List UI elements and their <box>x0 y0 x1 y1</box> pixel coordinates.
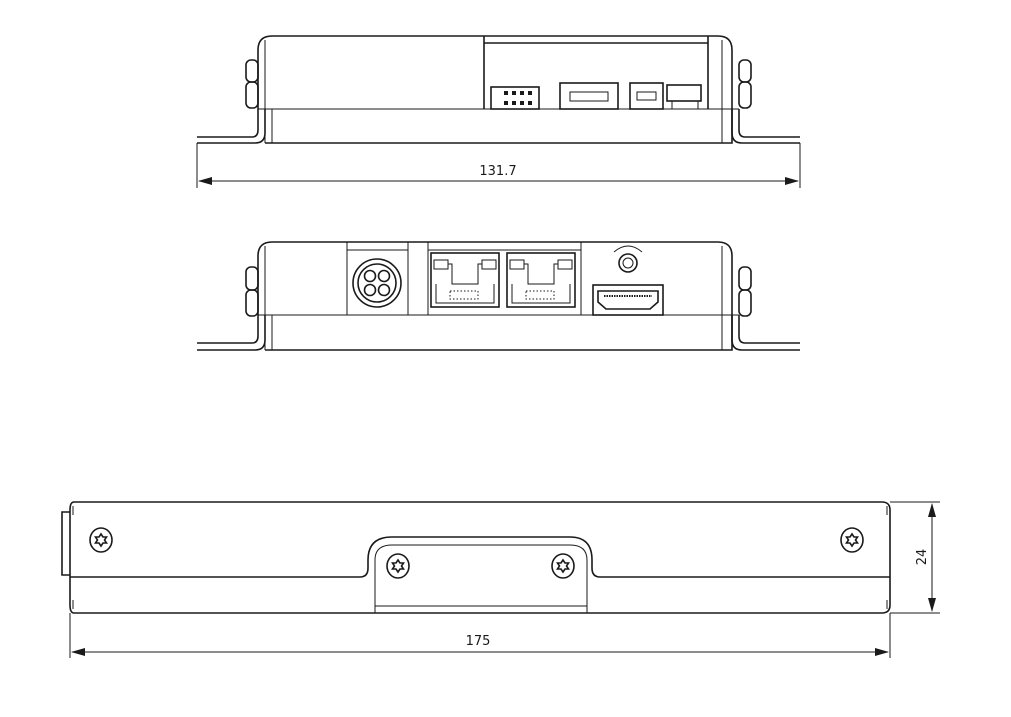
dimension-top-width: 131.7 <box>196 143 801 188</box>
power-connector <box>352 258 402 308</box>
board-connector <box>629 82 664 110</box>
screw-icon <box>840 527 864 553</box>
dimension-side-length: 175 <box>69 613 891 658</box>
screw-icon <box>89 527 113 553</box>
board-connector <box>559 82 619 110</box>
ethernet-port <box>506 252 576 308</box>
side-view: 175 24 <box>61 501 940 658</box>
enclosure-body <box>69 501 891 614</box>
board-connector <box>666 84 702 110</box>
side-lug <box>245 81 259 109</box>
screw-icon <box>386 553 410 579</box>
side-lug <box>738 81 752 109</box>
dimension-label: 131.7 <box>479 164 516 179</box>
mounting-bracket <box>197 109 800 144</box>
top-view: 131.7 <box>196 35 801 188</box>
enclosure-body <box>257 35 733 144</box>
dimension-label: 24 <box>915 549 930 566</box>
front-view <box>197 241 800 351</box>
audio-jack <box>613 245 643 273</box>
enclosure-body <box>257 241 733 351</box>
dimension-side-height: 24 <box>890 501 940 614</box>
dimension-label: 175 <box>466 634 491 649</box>
side-lug <box>245 59 259 83</box>
pin-header-connector <box>490 86 540 110</box>
hdmi-port <box>592 284 664 316</box>
screw-icon <box>551 553 575 579</box>
ethernet-port <box>430 252 500 308</box>
side-lug <box>738 59 752 83</box>
